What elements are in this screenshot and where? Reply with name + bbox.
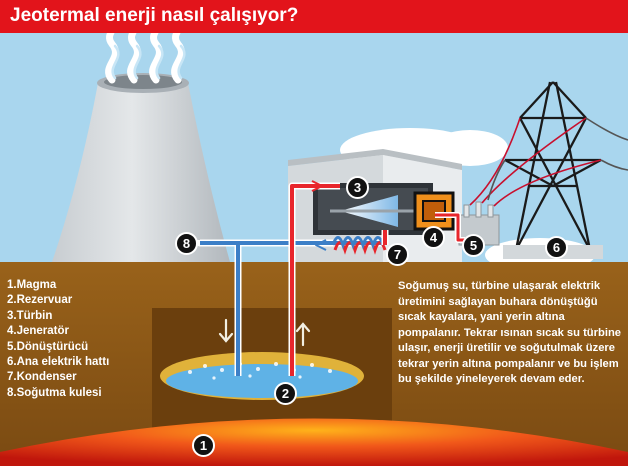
marker-transformer: 5 xyxy=(462,234,485,257)
power-lines xyxy=(469,117,628,207)
process-description: Soğumuş su, türbine ulaşarak elektrik ür… xyxy=(398,280,621,385)
legend-item: 4.Jeneratör xyxy=(7,325,70,338)
steam-shading xyxy=(111,44,186,80)
legend-item: 8.Soğutma kulesi xyxy=(7,386,102,399)
cooling-tower xyxy=(52,73,230,262)
up-arrow xyxy=(295,322,311,347)
legend-item: 7.Kondenser xyxy=(7,371,77,384)
marker-condenser: 7 xyxy=(386,243,409,266)
flow-arrows xyxy=(218,318,311,347)
power-pylon xyxy=(504,81,602,251)
marker-power-line: 6 xyxy=(545,236,568,259)
page-title: Jeotermal enerji nasıl çalışıyor? xyxy=(10,5,299,26)
marker-turbine: 3 xyxy=(346,176,369,199)
magma xyxy=(0,418,628,466)
hot-steam-pipe xyxy=(288,180,465,376)
legend-item: 6.Ana elektrik hattı xyxy=(7,356,110,369)
reservoir xyxy=(160,352,364,400)
legend-item: 2.Rezervuar xyxy=(7,294,73,307)
marker-magma: 1 xyxy=(192,434,215,457)
marker-reservoir: 2 xyxy=(274,382,297,405)
condenser-coil xyxy=(333,241,387,255)
cloud xyxy=(432,130,508,166)
marker-generator: 4 xyxy=(422,226,445,249)
legend-item: 3.Türbin xyxy=(7,309,53,322)
legend-item: 5.Dönüştürücü xyxy=(7,340,89,353)
generator xyxy=(413,191,455,231)
marker-cooling-tower: 8 xyxy=(175,232,198,255)
title-banner: Jeotermal enerji nasıl çalışıyor? xyxy=(0,0,628,33)
legend-item: 1.Magma xyxy=(7,279,57,291)
down-arrow xyxy=(218,318,234,343)
legend: 1.Magma 2.Rezervuar 3.Türbin 4.Jeneratör… xyxy=(7,278,109,401)
condenser-coil-return xyxy=(331,236,385,250)
